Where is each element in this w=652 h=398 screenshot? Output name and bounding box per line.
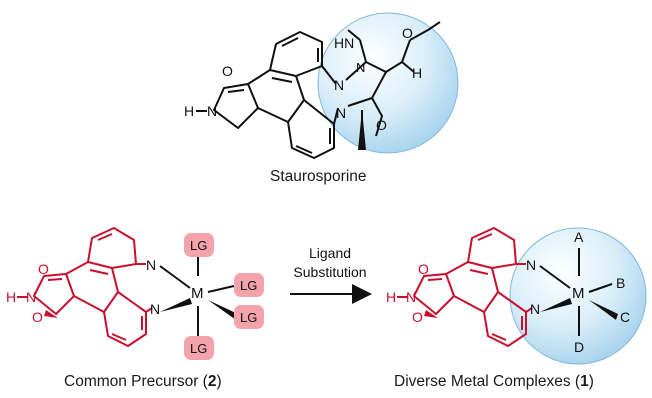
atom-o-top: O <box>402 25 413 41</box>
product-structure: H N O O N N M A B C D <box>386 227 647 365</box>
precursor-caption-suffix: ) <box>216 373 222 390</box>
ligand-c: C <box>620 309 630 325</box>
product-atom-n-pyridine: N <box>526 257 536 273</box>
atom-n-down: N <box>336 105 346 121</box>
leaving-group-top-label: LG <box>190 238 207 253</box>
staurosporine-bubble <box>317 12 459 154</box>
precursor-atom-n-indole: N <box>150 301 160 317</box>
leaving-group-right-down: LG <box>234 305 264 329</box>
precursor-atom-n-pyridine: N <box>146 257 156 273</box>
leaving-group-right-up: LG <box>234 273 264 297</box>
product-metal: M <box>572 285 585 302</box>
leaving-group-right-up-label: LG <box>240 278 257 293</box>
product-atom-h: H <box>386 289 396 305</box>
product-atom-n-indole: N <box>530 301 540 317</box>
product-caption-suffix: ) <box>588 373 594 390</box>
product-caption-prefix: Diverse Metal Complexes ( <box>394 373 581 390</box>
atom-o-lactam: O <box>222 63 233 79</box>
atom-nh-top: HN <box>334 35 354 51</box>
precursor-caption: Common Precursor (2) <box>64 373 222 391</box>
precursor-atom-h: H <box>6 289 16 305</box>
staurosporine-caption-text: Staurosporine <box>270 168 367 185</box>
reaction-arrow-group: Ligand Substitution <box>290 245 372 304</box>
atom-n-lactam: N <box>207 103 217 119</box>
precursor-atom-n-imide: N <box>26 289 36 305</box>
product-atom-o-down: O <box>412 309 423 325</box>
atom-n-up: N <box>334 77 344 93</box>
precursor-metal: M <box>191 285 204 302</box>
leaving-group-top: LG <box>184 233 214 257</box>
leaving-group-bottom-label: LG <box>190 341 207 356</box>
product-atom-o-up: O <box>418 261 429 277</box>
product-bubble <box>509 227 647 365</box>
ligand-b: B <box>616 275 625 291</box>
atom-h-right: H <box>412 65 422 81</box>
ligand-d: D <box>574 339 584 355</box>
reaction-label-line2: Substitution <box>293 264 366 280</box>
leaving-group-right-down-label: LG <box>240 310 257 325</box>
atom-n-mid: N <box>356 60 365 75</box>
atom-h-lactam: H <box>184 103 194 119</box>
staurosporine-structure: HN H O N N N O O H N <box>184 12 459 159</box>
product-atom-n-imide: N <box>406 289 416 305</box>
precursor-atom-o-up: O <box>38 261 49 277</box>
precursor-atom-o-down: O <box>32 309 43 325</box>
ligand-a: A <box>574 229 584 245</box>
precursor-structure: H N O O N N M LG LG LG LG <box>6 227 264 360</box>
reaction-label-line1: Ligand <box>309 245 351 261</box>
precursor-caption-number: 2 <box>207 373 217 390</box>
leaving-group-bottom: LG <box>184 336 214 360</box>
staurosporine-caption: Staurosporine <box>270 168 367 186</box>
product-caption: Diverse Metal Complexes (1) <box>394 373 594 391</box>
product-caption-number: 1 <box>580 373 589 390</box>
precursor-caption-prefix: Common Precursor ( <box>64 373 208 390</box>
atom-o-carbonyl: O <box>376 117 387 133</box>
